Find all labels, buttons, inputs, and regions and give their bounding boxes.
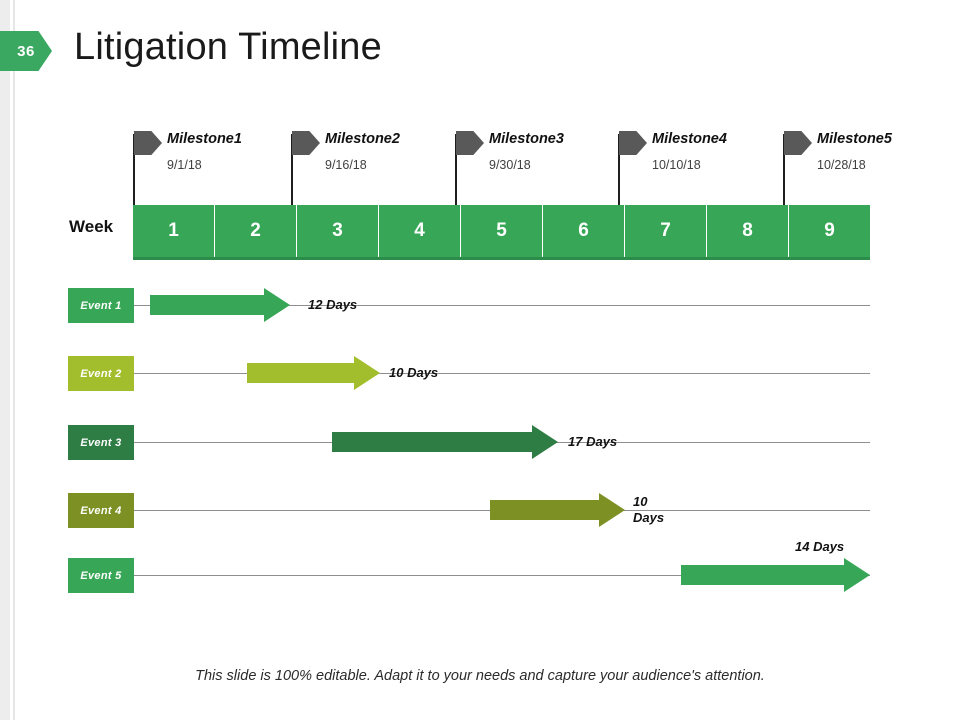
event-label-box[interactable]: Event 3 [68,425,134,460]
flag-icon [134,131,162,155]
milestone-pole [618,134,620,210]
event-row-3: Event 3 17 Days [0,425,960,475]
milestone-2[interactable]: Milestone2 9/16/18 [291,128,461,210]
event-row-2: Event 2 10 Days [0,356,960,406]
arrow-head-icon [264,288,290,322]
milestone-date: 10/28/18 [817,158,866,172]
milestone-name: Milestone3 [489,131,564,147]
event-connector-line [134,305,870,306]
footer-note: This slide is 100% editable. Adapt it to… [195,668,765,684]
arrow-head-icon [844,558,870,592]
event-label-box[interactable]: Event 2 [68,356,134,391]
milestone-date: 9/30/18 [489,158,531,172]
arrow-head-icon [354,356,380,390]
milestone-3[interactable]: Milestone3 9/30/18 [455,128,625,210]
week-axis-label: Week [69,217,114,236]
week-cell[interactable]: 4 [379,205,461,257]
arrow-body [247,363,356,383]
milestone-name: Milestone1 [167,131,242,147]
milestone-date: 9/1/18 [167,158,202,172]
flag-icon [292,131,320,155]
arrow-head-icon [532,425,558,459]
flag-icon [619,131,647,155]
event-duration-arrow[interactable] [490,493,625,527]
milestone-pole [291,134,293,210]
event-duration-arrow[interactable] [332,425,558,459]
milestone-pole [133,134,135,210]
event-connector-line [134,373,870,374]
event-row-1: Event 1 12 Days [0,288,960,338]
event-duration-label: 14 Days [795,539,845,554]
milestone-4[interactable]: Milestone4 10/10/18 [618,128,788,210]
week-cell[interactable]: 3 [297,205,379,257]
event-duration-arrow[interactable] [247,356,380,390]
week-cell[interactable]: 6 [543,205,625,257]
event-row-5: Event 5 14 Days [0,539,960,608]
event-duration-label: 10 Days [633,494,665,525]
flag-icon [456,131,484,155]
week-cell[interactable]: 1 [133,205,215,257]
week-cell[interactable]: 9 [824,220,835,241]
event-label-box[interactable]: Event 1 [68,288,134,323]
milestone-name: Milestone4 [652,131,727,147]
milestone-name: Milestone2 [325,131,400,147]
week-axis-bar: 1 2 3 4 5 6 7 8 9 [133,205,870,257]
arrow-head-icon [599,493,625,527]
week-cell[interactable]: 2 [215,205,297,257]
week-axis-underline [133,257,870,260]
event-duration-label: 12 Days [308,297,358,312]
slide-number-badge: 36 [0,31,52,71]
left-edge-divider [13,0,15,720]
event-duration-label: 17 Days [568,434,618,449]
week-cell[interactable]: 7 [625,205,707,257]
page-title: Litigation Timeline [74,26,382,68]
milestone-name: Milestone5 [817,131,892,147]
left-edge-strip [0,0,10,720]
milestone-pole [783,134,785,210]
arrow-body [150,295,266,315]
milestone-pole [455,134,457,210]
milestone-date: 9/16/18 [325,158,367,172]
event-row-4: Event 4 10 Days [0,493,960,543]
arrow-body [490,500,601,520]
week-cell[interactable]: 8 [707,205,789,257]
event-label-box[interactable]: Event 4 [68,493,134,528]
milestone-date: 10/10/18 [652,158,701,172]
event-connector-line [134,575,870,576]
event-label-box[interactable]: Event 5 [68,558,134,593]
event-duration-arrow[interactable] [681,558,870,592]
arrow-body [681,565,846,585]
milestone-1[interactable]: Milestone1 9/1/18 [133,128,303,210]
flag-icon [784,131,812,155]
event-duration-arrow[interactable] [150,288,290,322]
event-duration-label: 10 Days [389,365,439,380]
milestone-5[interactable]: Milestone5 10/28/18 [783,128,953,210]
week-cell[interactable]: 5 [461,205,543,257]
arrow-body [332,432,534,452]
